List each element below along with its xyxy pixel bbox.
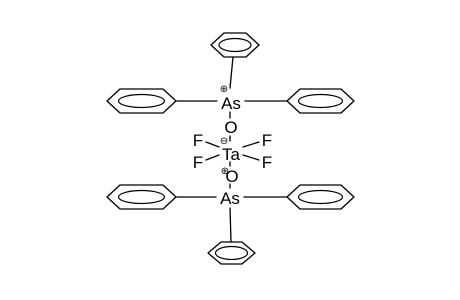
charge-as-bottom: ⊕ <box>221 166 229 177</box>
bond-ta-f-upper-right <box>242 141 260 148</box>
atom-f-lower-left: F <box>193 153 203 172</box>
atom-o-bottom: O <box>225 167 238 186</box>
bond-as-bottom-phenyl-bottom <box>229 207 232 243</box>
atom-ta: Ta <box>222 145 241 164</box>
atom-as-bottom: As <box>220 189 240 208</box>
bond-ta-f-upper-left <box>205 141 220 148</box>
atom-f-upper-right: F <box>262 131 272 150</box>
bond-ta-f-lower-right <box>242 154 260 161</box>
atom-o-top: O <box>224 118 237 137</box>
charge-as-top: ⊕ <box>220 84 228 95</box>
phenyl-ring-left-upper <box>106 88 177 114</box>
phenyl-ring-top-upper <box>210 32 260 58</box>
atom-as-top: As <box>221 94 241 113</box>
atom-f-upper-left: F <box>193 131 203 150</box>
atom-f-lower-right: F <box>262 153 272 172</box>
phenyl-ring-left-lower <box>106 184 177 210</box>
phenyl-ring-right-upper <box>286 88 355 114</box>
charge-ta: ⊖ <box>220 136 228 147</box>
phenyl-ring-right-lower <box>286 184 355 210</box>
phenyl-ring-bottom-lower <box>207 241 256 265</box>
bond-ta-f-lower-left <box>205 154 220 161</box>
bond-as-top-phenyl-top <box>229 56 234 89</box>
